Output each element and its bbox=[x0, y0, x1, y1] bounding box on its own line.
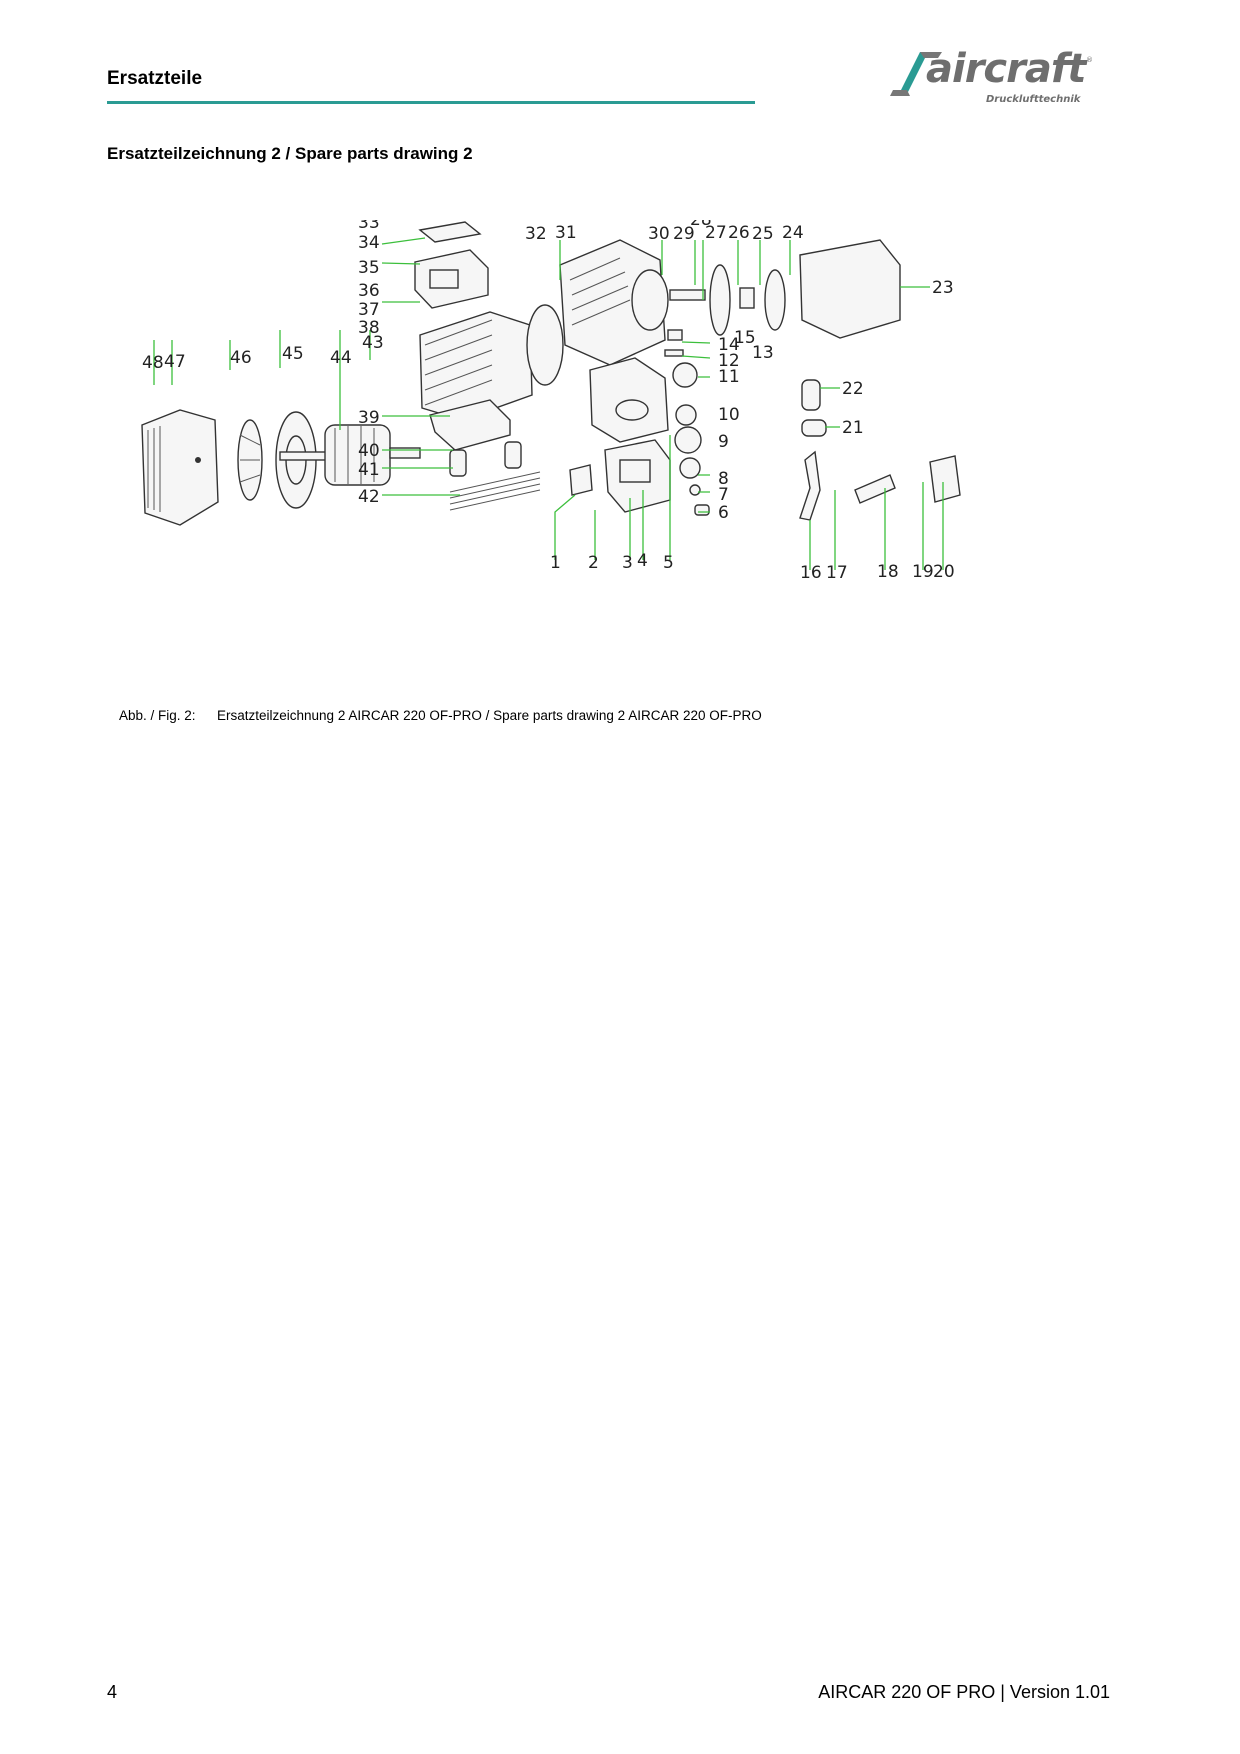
part-number: 21 bbox=[842, 418, 864, 438]
part-number: 1 bbox=[550, 553, 561, 573]
part-number: 45 bbox=[282, 344, 304, 364]
fan-cover bbox=[799, 239, 901, 339]
part-number: 43 bbox=[362, 333, 384, 353]
part-number: 47 bbox=[164, 352, 186, 372]
part-number: 39 bbox=[358, 408, 380, 428]
motor-end-cover bbox=[141, 409, 219, 526]
part-number: 6 bbox=[718, 503, 729, 523]
part-number: 25 bbox=[752, 224, 774, 244]
part-number: 7 bbox=[718, 485, 729, 505]
part-number: 18 bbox=[877, 562, 899, 582]
figure-caption: Abb. / Fig. 2: Ersatzteilzeichnung 2 AIRC… bbox=[119, 708, 762, 723]
part-number: 36 bbox=[358, 281, 380, 301]
document-version: AIRCAR 220 OF PRO | Version 1.01 bbox=[818, 1682, 1110, 1702]
part-number-labels: 1 2 3 4 5 6 7 8 9 10 11 12 13 14 15 16 1… bbox=[142, 220, 955, 583]
figure-caption-label: Abb. / Fig. 2: bbox=[119, 708, 196, 723]
part-number: 5 bbox=[663, 553, 674, 573]
connecting-rod bbox=[631, 264, 786, 336]
motor-housing bbox=[419, 311, 533, 451]
part-number: 2 bbox=[588, 553, 599, 573]
part-number: 29 bbox=[673, 224, 695, 244]
part-number: 14 bbox=[718, 335, 740, 355]
part-number: 42 bbox=[358, 487, 380, 507]
header-rule bbox=[107, 101, 755, 104]
rotor-shaft bbox=[279, 424, 421, 486]
part-number: 13 bbox=[752, 343, 774, 363]
part-number: 24 bbox=[782, 223, 804, 243]
part-number: 27 bbox=[705, 223, 727, 243]
part-number: 44 bbox=[330, 348, 352, 368]
part-number: 31 bbox=[555, 223, 577, 243]
crankcase bbox=[526, 239, 666, 386]
part-number: 17 bbox=[826, 563, 848, 583]
part-number: 34 bbox=[358, 233, 380, 253]
exploded-parts-drawing: 1 2 3 4 5 6 7 8 9 10 11 12 13 14 15 16 1… bbox=[141, 220, 961, 583]
figure-caption-text: Ersatzteilzeichnung 2 AIRCAR 220 OF-PRO … bbox=[217, 708, 762, 723]
part-number: 48 bbox=[142, 353, 164, 373]
part-number: 8 bbox=[718, 469, 729, 489]
svg-text:Drucklufttechnik: Drucklufttechnik bbox=[986, 94, 1082, 105]
part-number: 4 bbox=[637, 551, 648, 571]
part-number: 10 bbox=[718, 405, 740, 425]
part-number: 16 bbox=[800, 563, 822, 583]
part-number: 46 bbox=[230, 348, 252, 368]
part-number: 15 bbox=[734, 328, 756, 348]
part-number: 38 bbox=[358, 318, 380, 338]
section-title: Ersatzteilzeichnung 2 / Spare parts draw… bbox=[107, 144, 473, 163]
svg-text:aircraft: aircraft bbox=[926, 46, 1088, 92]
valve-components bbox=[664, 329, 710, 516]
part-number: 12 bbox=[718, 351, 740, 371]
page-number: 4 bbox=[107, 1682, 118, 1702]
part-number: 37 bbox=[358, 300, 380, 320]
header-title: Ersatzteile bbox=[107, 68, 203, 89]
part-number: 30 bbox=[648, 224, 670, 244]
part-number: 9 bbox=[718, 432, 729, 452]
mounting-feet bbox=[449, 441, 541, 511]
part-number: 20 bbox=[933, 562, 955, 582]
svg-text:®: ® bbox=[1086, 56, 1093, 64]
leader-lines bbox=[153, 237, 944, 570]
terminal-box bbox=[414, 221, 489, 309]
logo-mark bbox=[890, 52, 942, 96]
motor-fan bbox=[237, 419, 263, 501]
cylinder bbox=[589, 357, 669, 443]
cylinder-head bbox=[569, 439, 671, 513]
part-number: 28 bbox=[690, 220, 712, 230]
pressure-pipes bbox=[799, 379, 961, 521]
part-number: 11 bbox=[718, 367, 740, 387]
part-number: 23 bbox=[932, 278, 954, 298]
part-number: 33 bbox=[358, 220, 380, 233]
part-number: 32 bbox=[525, 224, 547, 244]
part-number: 35 bbox=[358, 258, 380, 278]
part-number: 22 bbox=[842, 379, 864, 399]
aircraft-logo: aircraft ® Drucklufttechnik bbox=[890, 46, 1093, 105]
part-number: 40 bbox=[358, 441, 380, 461]
part-number: 3 bbox=[622, 553, 633, 573]
part-number: 26 bbox=[728, 223, 750, 243]
part-number: 19 bbox=[912, 562, 934, 582]
part-number: 41 bbox=[358, 460, 380, 480]
